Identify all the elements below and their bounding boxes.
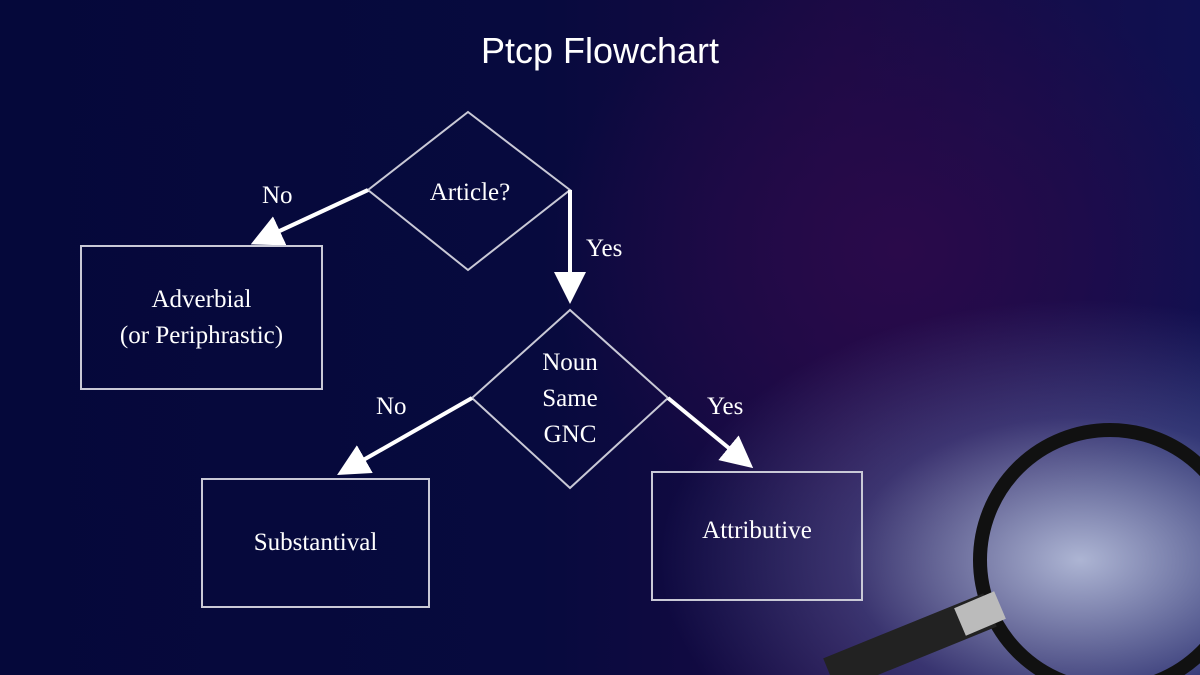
periphrastic-line: (or Periphrastic)	[119, 321, 284, 349]
edge-label-article-yes: Yes	[586, 235, 623, 262]
substantival-box: Substantival	[201, 478, 430, 608]
edge-label-noun-no: No	[376, 393, 407, 420]
noun-line: Noun	[542, 349, 598, 376]
adverbial-box: Adverbial (or Periphrastic)	[80, 245, 323, 390]
same-line: Same	[542, 385, 598, 412]
edge-label-noun-yes: Yes	[707, 393, 744, 420]
article-label: Article?	[429, 179, 511, 206]
decision-article	[366, 110, 572, 272]
arrow-noun-no	[337, 396, 473, 475]
magnifying-glass-icon	[823, 423, 1200, 675]
adverbial-line: Adverbial	[151, 285, 252, 313]
arrow-noun-yes	[666, 396, 754, 469]
noun-same-gnc-label: Noun Same GNC	[520, 345, 620, 453]
edge-label-article-no: No	[262, 182, 293, 209]
decision-noun-same-gnc	[470, 308, 670, 490]
attributive-box: Attributive	[651, 471, 863, 601]
arrow-article-no	[250, 188, 369, 246]
page-title: Ptcp Flowchart	[480, 30, 720, 71]
gnc-line: GNC	[543, 421, 597, 448]
